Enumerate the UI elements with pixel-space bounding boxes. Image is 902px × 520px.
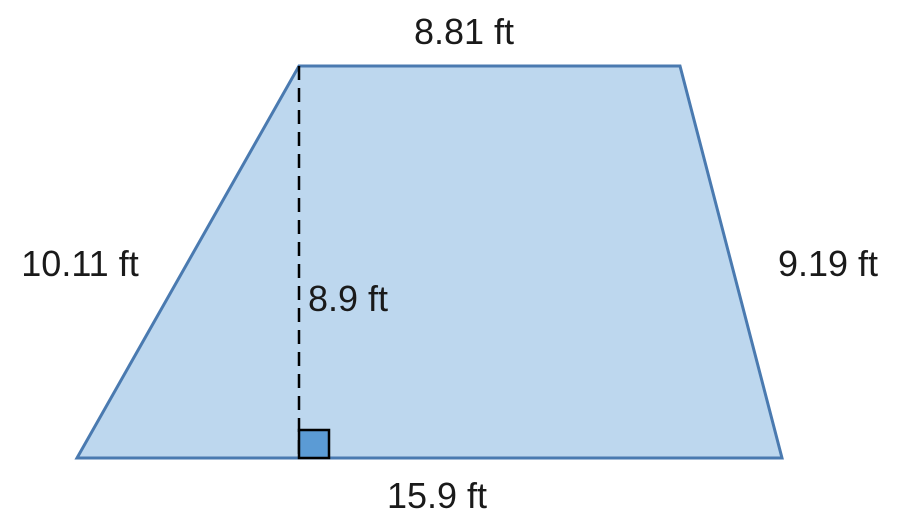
- top-base-label: 8.81 ft: [414, 11, 514, 52]
- left-side-label: 10.11 ft: [21, 243, 138, 284]
- trapezoid-shape: [74, 64, 784, 460]
- right-angle-marker: [297, 428, 331, 460]
- height-label: 8.9 ft: [308, 278, 388, 319]
- right-side-label: 9.19 ft: [778, 243, 878, 284]
- bottom-base-label: 15.9 ft: [387, 475, 487, 516]
